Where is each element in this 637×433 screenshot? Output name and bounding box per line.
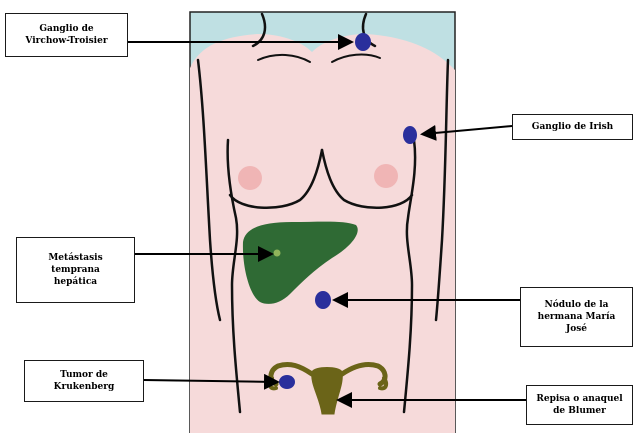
- label-sister-mary: Nódulo de la hermana María José: [520, 287, 633, 347]
- label-krukenberg: Tumor de Krukenberg: [24, 360, 144, 402]
- label-hepatic-line-2: temprana: [51, 264, 100, 276]
- right-areola: [374, 164, 398, 188]
- label-virchow-line-2: Virchow-Troisier: [25, 35, 107, 47]
- krukenberg-node: [279, 375, 295, 389]
- label-irish-line-1: Ganglio de Irish: [532, 121, 613, 133]
- label-sister-mary-line-1: Nódulo de la: [544, 299, 608, 311]
- label-hepatic: Metástasis temprana hepática: [16, 237, 135, 303]
- label-blumer-line-1: Repisa o anaquel: [536, 393, 622, 405]
- label-hepatic-line-3: hepática: [54, 276, 97, 288]
- label-krukenberg-line-1: Tumor de: [60, 369, 108, 381]
- label-virchow-line-1: Ganglio de: [39, 23, 93, 35]
- irish-node: [403, 126, 417, 144]
- label-krukenberg-line-2: Krukenberg: [54, 381, 115, 393]
- label-blumer-line-2: de Blumer: [553, 405, 606, 417]
- virchow-node: [355, 33, 371, 51]
- label-virchow: Ganglio de Virchow-Troisier: [5, 13, 128, 57]
- label-irish: Ganglio de Irish: [512, 114, 633, 140]
- label-sister-mary-line-2: hermana María: [538, 311, 616, 323]
- left-areola: [238, 166, 262, 190]
- hepatic-metastasis-spot: [274, 250, 281, 257]
- label-sister-mary-line-3: José: [566, 323, 587, 335]
- label-hepatic-line-1: Metástasis: [48, 252, 102, 264]
- label-blumer: Repisa o anaquel de Blumer: [526, 385, 633, 425]
- sister-mary-node: [315, 291, 331, 309]
